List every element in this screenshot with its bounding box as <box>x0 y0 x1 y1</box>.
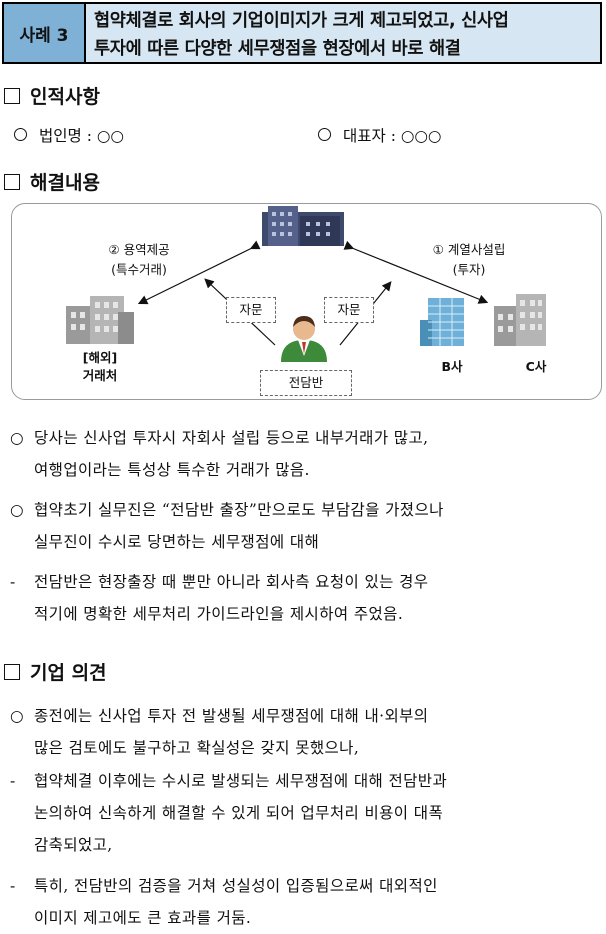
paragraph-marker: - <box>10 877 16 895</box>
paragraph-marker: - <box>10 573 16 591</box>
case-header: 사례 3 협약체결로 회사의 기업이미지가 크게 제고되었고, 신사업 투자에 … <box>2 2 602 64</box>
paragraph-marker: ○ <box>10 501 24 519</box>
case-title-line2: 투자에 따른 다양한 세무쟁점을 현장에서 바로 해결 <box>94 39 461 59</box>
section-info-title: 인적사항 <box>4 82 100 109</box>
headquarters-building-icon <box>262 206 344 246</box>
resolution-paragraph-3: -전담반은 현장출장 때 뿐만 아니라 회사측 요청이 있는 경우 적기에 명확… <box>4 566 604 630</box>
paragraph-marker: ○ <box>10 707 24 725</box>
company-b-label: B사 <box>441 359 463 374</box>
paragraph-marker: - <box>10 772 16 790</box>
opinion-paragraph-2: -협약체결 이후에는 수시로 발생되는 세무쟁점에 대해 전담반과 논의하여 신… <box>4 765 604 861</box>
section-opinion-title: 기업 의견 <box>4 658 107 685</box>
arrow-left <box>137 240 261 305</box>
paragraph-marker: ○ <box>10 429 24 447</box>
corp-name: 법인명 : ○○ <box>14 124 124 146</box>
case-title-line1: 협약체결로 회사의 기업이미지가 크게 제고되었고, 신사업 <box>94 11 509 31</box>
company-c-label: C사 <box>525 359 547 374</box>
arrow-right <box>343 240 489 304</box>
company-b-building-icon <box>420 298 464 346</box>
resolution-paragraph-2: ○협약초기 실무진은 “전담반 출장”만으로도 부담감을 가졌으나 실무진이 수… <box>4 494 604 558</box>
person-icon <box>281 316 327 362</box>
square-bullet-icon <box>4 174 20 190</box>
square-bullet-icon <box>4 88 20 104</box>
company-c-building-icon <box>494 294 546 346</box>
overseas-building-icon <box>66 296 134 344</box>
right-arrow-label: ① 계열사설립 (투자) <box>432 242 506 277</box>
section-resolution-title: 해결내용 <box>4 168 100 195</box>
circle-bullet-icon <box>318 128 331 141</box>
circle-bullet-icon <box>14 128 27 141</box>
relationship-diagram <box>11 203 602 400</box>
advice-box-left: 자문 <box>226 297 276 323</box>
overseas-label: [해외] 거래처 <box>82 350 118 383</box>
square-bullet-icon <box>4 664 20 680</box>
opinion-paragraph-1: ○종전에는 신사업 투자 전 발생될 세무쟁점에 대해 내·외부의 많은 검토에… <box>4 700 604 764</box>
resolution-paragraph-1: ○당사는 신사업 투자시 자회사 설립 등으로 내부거래가 많고, 여행업이라는… <box>4 422 604 486</box>
opinion-paragraph-3: -특히, 전담반의 검증을 거쳐 성실성이 입증됨으로써 대외적인 이미지 제고… <box>4 870 604 934</box>
ceo-name: 대표자 : ○○○ <box>318 124 441 146</box>
left-arrow-label: ② 용역제공 (특수거래) <box>108 242 170 277</box>
case-title: 협약체결로 회사의 기업이미지가 크게 제고되었고, 신사업 투자에 따른 다양… <box>86 4 600 62</box>
case-tag: 사례 3 <box>4 4 86 62</box>
advice-box-right: 자문 <box>324 297 374 323</box>
team-box: 전담반 <box>260 370 352 396</box>
